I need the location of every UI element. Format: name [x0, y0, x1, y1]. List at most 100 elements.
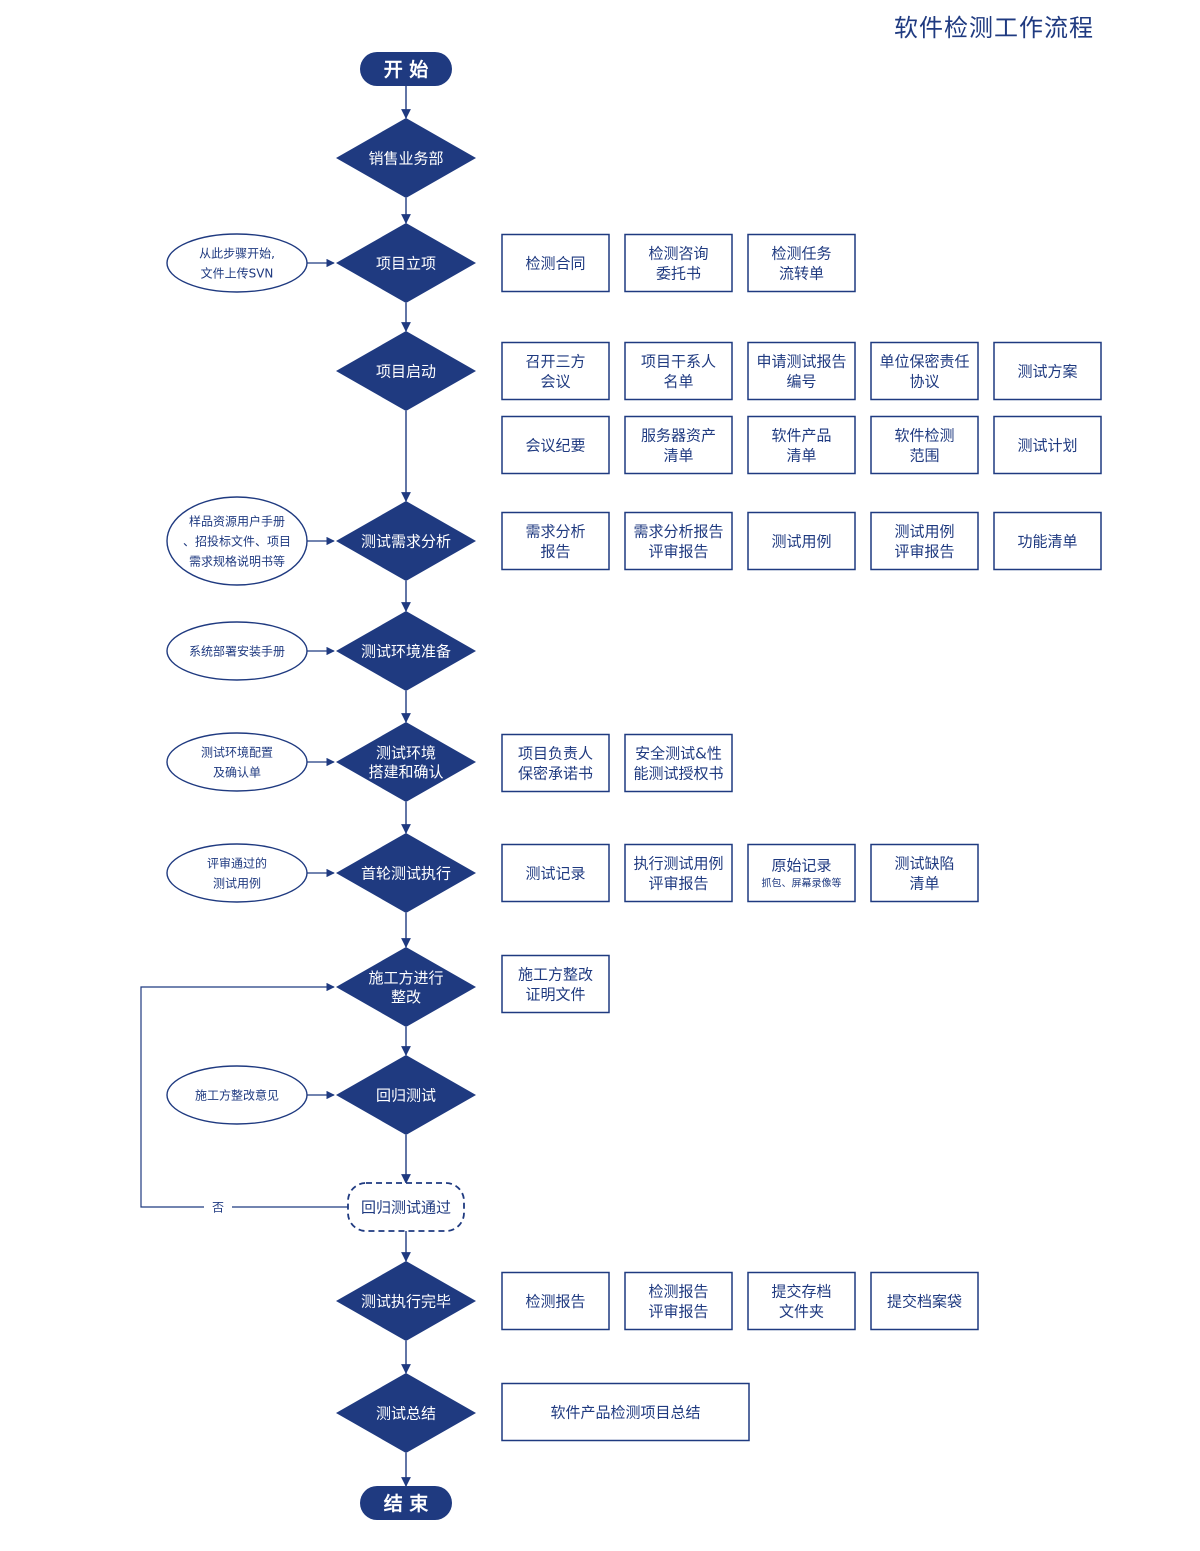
output-doc-label: 测试缺陷清单	[894, 854, 954, 892]
output-doc-box	[501, 511, 610, 571]
output-doc-sublabel: 抓包、屏幕录像等	[762, 877, 842, 890]
input-label: 评审通过的测试用例	[207, 855, 267, 890]
step-regression-diamond	[336, 1055, 476, 1135]
output-doc-label: 申请测试报告编号	[756, 352, 846, 390]
step-env-prep-diamond	[336, 611, 476, 691]
output-doc-label: 提交存档文件夹	[771, 1282, 831, 1320]
output-doc-label: 测试用例评审报告	[894, 522, 954, 560]
step-regression-label: 回归测试	[376, 1086, 436, 1104]
step-project-setup-label: 项目立项	[376, 254, 436, 272]
output-doc-box	[870, 511, 979, 571]
output-doc-label: 提交档案袋	[887, 1292, 962, 1310]
step-first-exec-diamond	[336, 833, 476, 913]
output-doc-box	[747, 1271, 856, 1331]
output-doc-box	[501, 233, 610, 293]
step-env-build-label: 测试环境搭建和确认	[368, 744, 443, 781]
output-doc-label: 召开三方会议	[525, 352, 585, 390]
output-doc-box	[747, 341, 856, 401]
output-doc-label: 会议纪要	[525, 436, 585, 454]
output-doc-label: 软件检测范围	[894, 426, 954, 464]
start-terminal	[360, 52, 452, 86]
output-doc-label: 服务器资产清单	[641, 426, 716, 464]
input-label: 样品资源用户手册、招投标文件、项目需求规格说明书等	[183, 513, 291, 568]
end-label: 结 束	[384, 1492, 430, 1515]
input-label: 系统部署安装手册	[189, 643, 285, 658]
no-label-bg	[204, 1198, 232, 1216]
output-doc-box	[747, 511, 856, 571]
output-doc-box	[870, 341, 979, 401]
end-terminal	[360, 1486, 452, 1520]
step-exec-done-diamond	[336, 1261, 476, 1341]
input-label: 从此步骤开始,文件上传SVN	[199, 246, 275, 280]
input-ellipse	[166, 233, 308, 293]
step-project-start-diamond	[336, 331, 476, 411]
output-doc-box	[624, 843, 733, 903]
output-doc-box	[624, 733, 733, 793]
step-env-build-diamond	[336, 722, 476, 802]
input-label: 测试环境配置及确认单	[201, 744, 273, 779]
input-label: 施工方整改意见	[195, 1087, 279, 1102]
output-doc-box	[747, 415, 856, 475]
output-doc-box	[624, 233, 733, 293]
output-doc-label: 施工方整改证明文件	[518, 965, 593, 1003]
output-doc-box	[501, 954, 610, 1014]
output-doc-box	[870, 1271, 979, 1331]
output-doc-label: 检测咨询委托书	[648, 244, 708, 282]
step-rectify-label: 施工方进行整改	[368, 969, 443, 1006]
output-doc-label: 测试计划	[1017, 436, 1077, 454]
step-env-prep-label: 测试环境准备	[361, 642, 451, 660]
output-doc-label: 项目干系人名单	[641, 352, 716, 390]
output-doc-label: 软件产品检测项目总结	[550, 1403, 700, 1421]
output-doc-box	[870, 843, 979, 903]
input-ellipse	[166, 843, 308, 903]
output-doc-label: 测试方案	[1017, 362, 1077, 380]
step-sales-label: 销售业务部	[368, 149, 443, 167]
step-exec-done-label: 测试执行完毕	[361, 1292, 451, 1310]
output-doc-label: 需求分析报告	[525, 522, 585, 560]
output-doc-box	[993, 341, 1102, 401]
step-sales-diamond	[336, 118, 476, 198]
step-project-setup-diamond	[336, 223, 476, 303]
step-req-analysis-diamond	[336, 501, 476, 581]
output-doc-box	[501, 733, 610, 793]
step-first-exec-label: 首轮测试执行	[361, 864, 451, 882]
step-summary-label: 测试总结	[376, 1404, 436, 1422]
input-ellipse	[166, 732, 308, 792]
output-doc-box	[624, 511, 733, 571]
output-doc-box	[624, 415, 733, 475]
output-doc-box	[501, 415, 610, 475]
output-doc-label: 检测任务流转单	[771, 244, 831, 282]
decision-no-label: 否	[212, 1200, 224, 1214]
output-doc-label: 安全测试&性能测试授权书	[633, 744, 723, 782]
output-doc-label: 需求分析报告评审报告	[633, 522, 723, 560]
decision-label: 回归测试通过	[361, 1198, 451, 1216]
output-doc-label: 软件产品清单	[771, 426, 831, 464]
output-doc-label: 单位保密责任协议	[879, 352, 969, 390]
output-doc-label: 检测合同	[525, 254, 585, 272]
output-doc-label: 测试记录	[525, 864, 585, 882]
output-doc-label: 测试用例	[771, 532, 831, 550]
step-rectify-diamond	[336, 947, 476, 1027]
output-doc-box	[870, 415, 979, 475]
output-doc-box	[993, 511, 1102, 571]
step-req-analysis-label: 测试需求分析	[361, 532, 451, 550]
output-doc-label: 原始记录	[771, 856, 831, 874]
output-doc-box	[501, 341, 610, 401]
output-doc-box	[501, 843, 610, 903]
output-doc-label: 执行测试用例评审报告	[633, 854, 723, 892]
output-doc-box	[993, 415, 1102, 475]
output-doc-label: 检测报告	[525, 1292, 585, 1310]
step-project-start-label: 项目启动	[376, 362, 436, 380]
output-doc-box	[747, 843, 856, 903]
start-label: 开 始	[384, 58, 429, 81]
output-doc-box	[624, 1271, 733, 1331]
output-doc-label: 功能清单	[1017, 532, 1077, 550]
output-doc-box	[747, 233, 856, 293]
output-doc-label: 项目负责人保密承诺书	[518, 744, 593, 782]
step-summary-diamond	[336, 1373, 476, 1453]
output-doc-box	[501, 1271, 610, 1331]
page-title: 软件检测工作流程	[894, 14, 1094, 42]
output-doc-box	[624, 341, 733, 401]
